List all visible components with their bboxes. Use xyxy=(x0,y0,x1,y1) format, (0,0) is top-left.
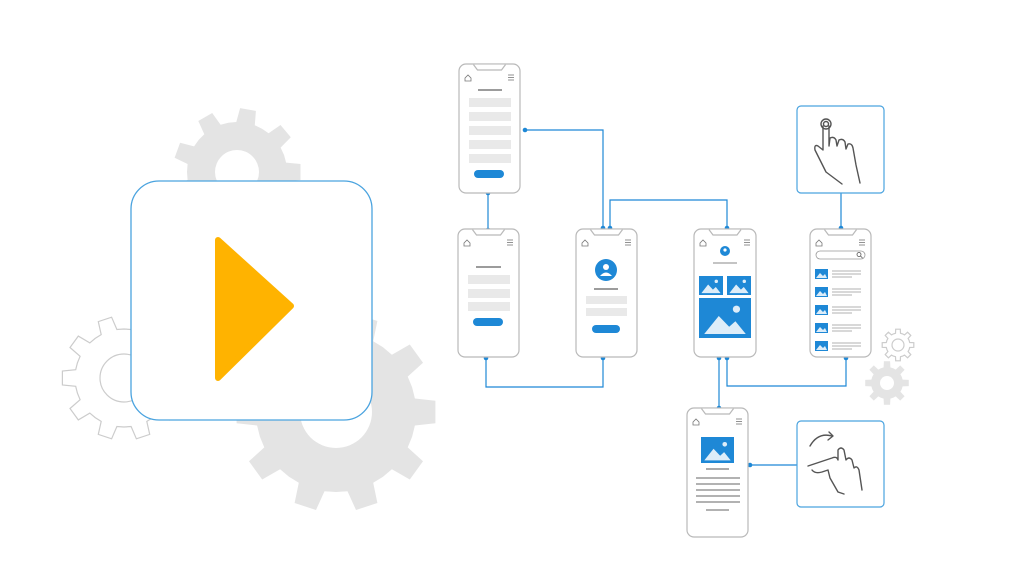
list-item xyxy=(815,323,861,333)
gear-icon xyxy=(881,328,915,362)
home-icon xyxy=(463,239,471,247)
tap-gesture-card xyxy=(796,105,885,194)
list-item xyxy=(815,269,861,279)
phone-screen-signup-form xyxy=(457,228,520,358)
list-item xyxy=(815,287,861,297)
image-icon xyxy=(699,298,751,338)
phone-screen-article-detail xyxy=(686,407,749,538)
image-icon xyxy=(815,305,828,315)
cta-button xyxy=(473,318,503,326)
menu-icon xyxy=(508,74,514,81)
image-icon xyxy=(815,287,828,297)
search-input xyxy=(815,250,866,260)
phone-screen-list-feed xyxy=(809,228,872,358)
search-icon xyxy=(856,252,863,259)
image-icon xyxy=(701,437,734,463)
phone-screen-profile xyxy=(575,228,638,358)
home-icon xyxy=(464,74,472,82)
swipe-gesture-card xyxy=(796,420,885,508)
list-item xyxy=(815,341,861,351)
gear-icon xyxy=(865,361,909,405)
hand-tap-icon xyxy=(814,118,861,185)
menu-icon xyxy=(744,239,750,246)
user-icon xyxy=(720,246,730,256)
image-icon xyxy=(727,276,751,295)
menu-icon xyxy=(507,239,513,246)
image-icon xyxy=(815,323,828,333)
menu-icon xyxy=(736,418,742,425)
connector-dot xyxy=(522,127,528,133)
home-icon xyxy=(815,239,823,247)
home-icon xyxy=(692,418,700,426)
menu-icon xyxy=(625,239,631,246)
user-icon xyxy=(595,259,617,281)
play-card[interactable] xyxy=(130,180,373,421)
image-icon xyxy=(815,341,828,351)
menu-icon xyxy=(859,239,865,246)
home-icon xyxy=(581,239,589,247)
flow-connector xyxy=(525,129,604,228)
cta-button xyxy=(592,325,620,333)
flow-connector xyxy=(609,199,728,228)
phone-screen-gallery xyxy=(693,228,757,358)
image-icon xyxy=(815,269,828,279)
cta-button xyxy=(474,170,504,178)
image-icon xyxy=(699,276,723,295)
flow-connector xyxy=(485,358,604,388)
hand-swipe-icon xyxy=(807,431,863,495)
connector-dot xyxy=(747,462,753,468)
play-icon xyxy=(215,237,294,381)
flow-connector xyxy=(726,358,847,387)
home-icon xyxy=(699,239,707,247)
phone-screen-login-form xyxy=(458,63,521,194)
list-item xyxy=(815,305,861,315)
